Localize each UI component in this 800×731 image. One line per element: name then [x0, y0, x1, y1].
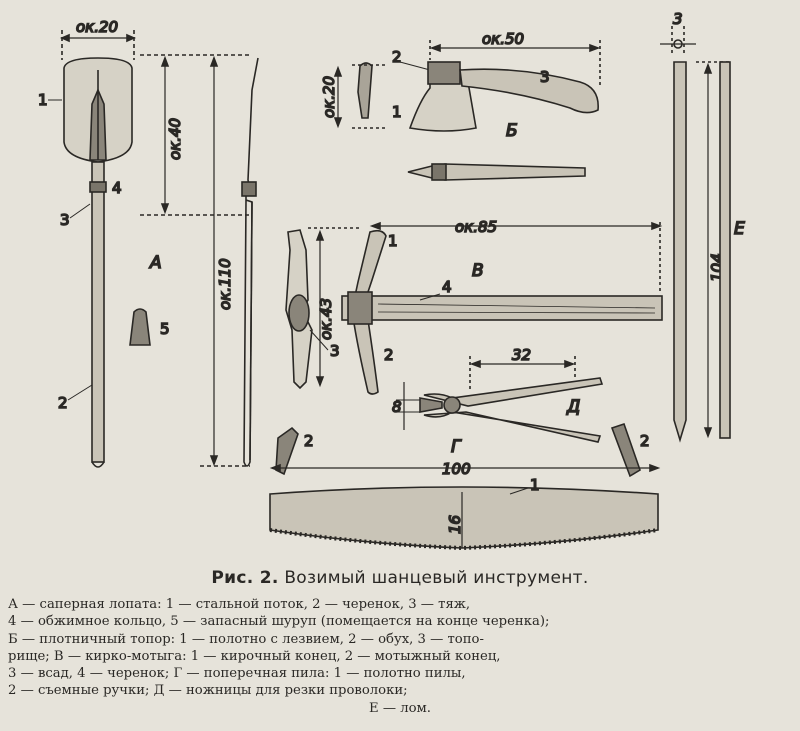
saw-width-dim: 16 [446, 515, 464, 534]
legend-line-2: 4 — обжимное кольцо, 5 — запасный шуруп … [8, 614, 550, 630]
cutters-jaw-dim: 8 [392, 398, 402, 416]
screw-label-5: 5 [160, 320, 170, 338]
legend-line-6: 2 — съемные ручки; Д — ножницы для резки… [8, 683, 408, 699]
shovel-label-2: 2 [58, 394, 68, 412]
saw-drawing: 2 2 100 16 1 [269, 422, 661, 551]
axe-label-3: 3 [540, 68, 550, 86]
saw-label-1: 1 [530, 476, 540, 494]
figure-caption: Рис. 2. Возимый шанцевый инструмент. [0, 568, 800, 588]
legend-line-4: рище; В — кирко-мотыга: 1 — кирочный кон… [8, 648, 501, 664]
legend-line-1: А — саперная лопата: 1 — стальной поток,… [8, 597, 471, 612]
figure-number: Рис. 2. [211, 568, 279, 588]
crowbar-thickness-dim: 3 [673, 10, 683, 28]
pickaxe-label-4: 4 [442, 278, 452, 296]
shovel-label-3: 3 [60, 211, 70, 229]
cutters-length-dim: 32 [512, 346, 531, 364]
shovel-label-1: 1 [38, 91, 48, 109]
saw-handle-label-left: 2 [304, 432, 314, 450]
axe-length-dim: ок.50 [482, 30, 524, 48]
axe-height-dim: ок.20 [320, 76, 338, 118]
tools-illustration: ок.20 ок.40 ок.110 1 4 3 2 А 5 [37, 9, 746, 551]
legend-line-5: 3 — всад, 4 — черенок; Г — поперечная пи… [8, 666, 466, 682]
legend-line-3: Б — плотничный топор: 1 — полотно с лезв… [8, 631, 484, 647]
shovel-label-4: 4 [112, 179, 122, 197]
axe-letter: Б [506, 121, 518, 141]
shovel-total-dim: ок.110 [216, 258, 234, 310]
cutters-drawing: 32 8 Д Г [391, 345, 604, 458]
shovel-blade-dim: ок.40 [166, 118, 184, 160]
legend-line-7: Е — лом. [369, 700, 431, 716]
axe-label-2: 2 [392, 48, 402, 66]
saw-handle-label-right: 2 [640, 432, 650, 450]
pickaxe-height-dim: ок.43 [317, 298, 335, 340]
axe-label-1: 1 [392, 103, 402, 121]
axe-drawing: ок.20 2 1 ок.50 3 Б [319, 29, 601, 181]
pickaxe-label-2: 2 [384, 346, 394, 364]
shovel-width-dim: ок.20 [76, 18, 118, 36]
shovel-drawing: ок.20 ок.40 ок.110 1 4 3 2 А 5 [37, 17, 259, 468]
crowbar-drawing: 3 104 Е [660, 9, 746, 443]
pickaxe-label-1: 1 [388, 232, 398, 250]
pickaxe-letter: В [472, 261, 484, 281]
crowbar-letter: Е [734, 219, 745, 239]
saw-letter: Г [451, 437, 462, 457]
pickaxe-drawing: ок.43 3 1 2 4 ок.85 В [285, 217, 663, 395]
pickaxe-label-3: 3 [330, 342, 340, 360]
figure-legend: А — саперная лопата: 1 — стальной поток,… [8, 596, 792, 717]
saw-length-dim: 100 [442, 460, 471, 478]
cutters-letter: Д [566, 397, 580, 417]
pickaxe-length-dim: ок.85 [455, 218, 497, 236]
figure-title: Возимый шанцевый инструмент. [284, 568, 589, 588]
shovel-letter: А [149, 253, 162, 273]
